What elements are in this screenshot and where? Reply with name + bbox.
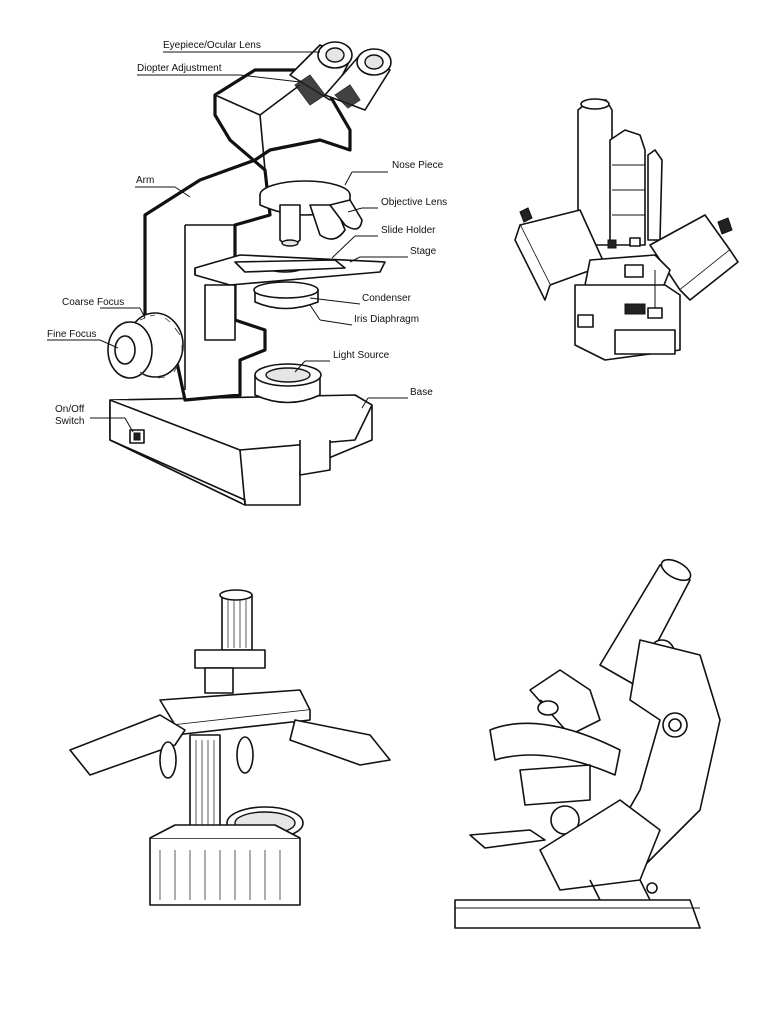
- label-fine-focus: Fine Focus: [47, 329, 96, 340]
- label-nose-piece: Nose Piece: [392, 160, 444, 171]
- label-diopter: Diopter Adjustment: [137, 63, 222, 74]
- label-base: Base: [410, 387, 433, 398]
- microscope-base: [109, 394, 373, 506]
- label-light-source: Light Source: [333, 350, 390, 361]
- label-objective-lens: Objective Lens: [381, 197, 447, 208]
- label-stage: Stage: [410, 246, 437, 257]
- microscope-arm: [143, 68, 352, 402]
- illustration-line-microscope: [454, 558, 721, 929]
- stage: [194, 254, 386, 286]
- condenser: [204, 281, 319, 341]
- label-leader-lines: [47, 51, 408, 433]
- label-on-off-line2: Switch: [55, 416, 84, 427]
- objective-lenses: [279, 199, 363, 247]
- illustration-column-microscope: [514, 98, 739, 361]
- label-slide-holder: Slide Holder: [381, 225, 436, 236]
- label-condenser: Condenser: [362, 293, 412, 304]
- illustration-antique-microscope: [69, 589, 391, 906]
- label-coarse-focus: Coarse Focus: [62, 297, 124, 308]
- label-iris-diaphragm: Iris Diaphragm: [354, 314, 419, 325]
- eyepieces: [289, 41, 392, 111]
- label-on-off-line1: On/Off: [55, 404, 84, 415]
- light-source: [254, 363, 322, 404]
- label-arm: Arm: [136, 175, 154, 186]
- label-eyepiece: Eyepiece/Ocular Lens: [163, 40, 261, 51]
- focus-knobs: [107, 312, 184, 379]
